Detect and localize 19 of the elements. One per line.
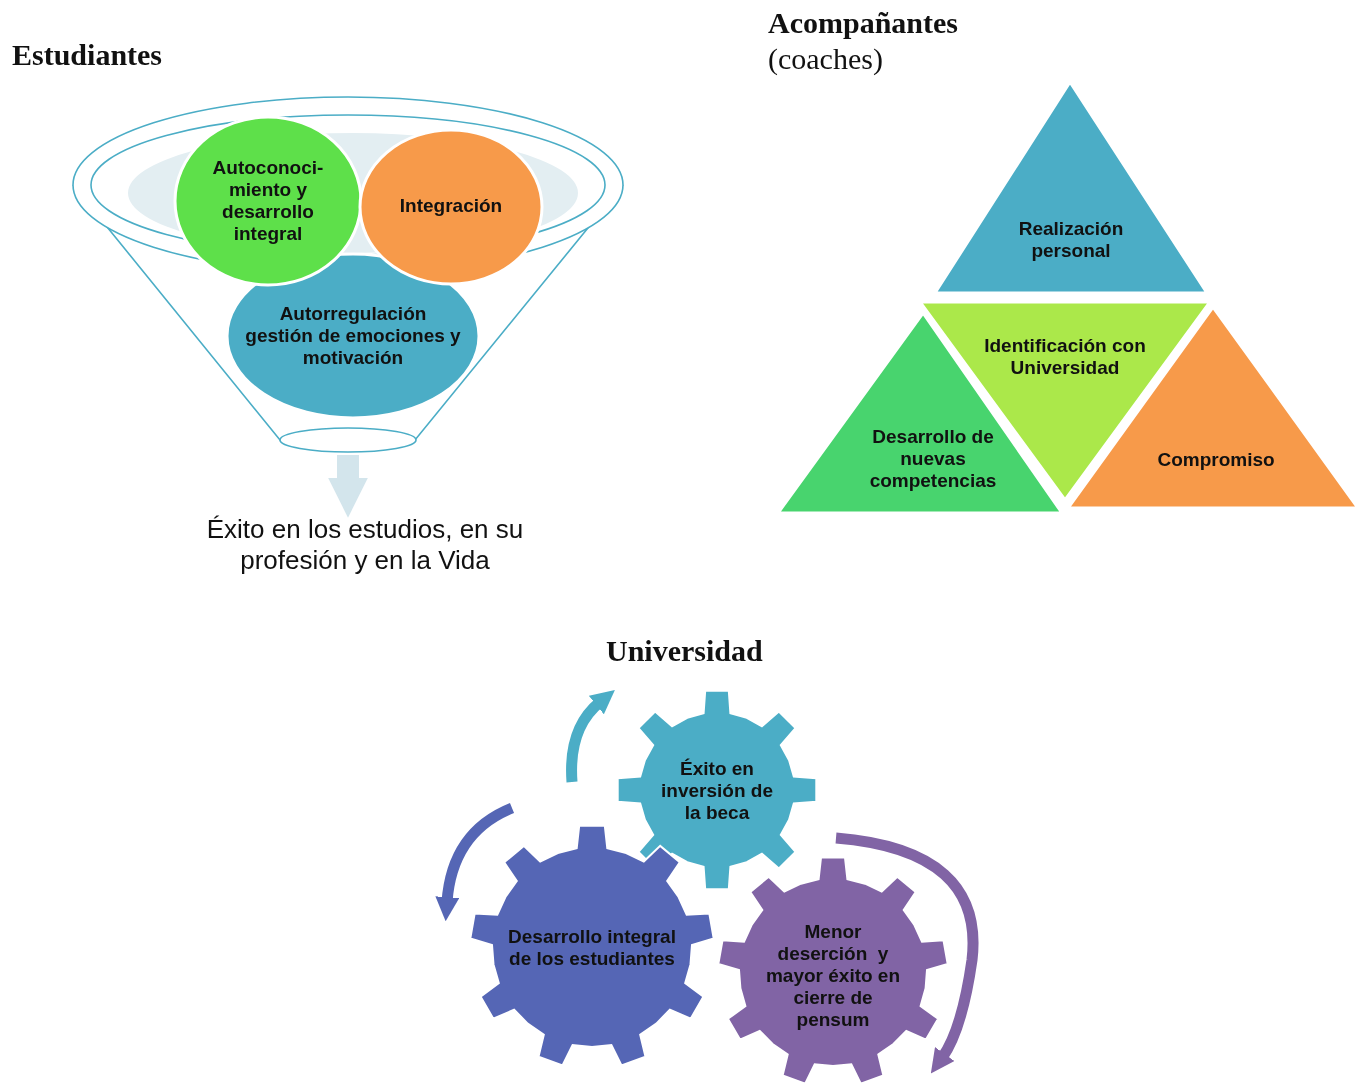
shape-label: Realización personal xyxy=(1017,218,1125,262)
gear-shape xyxy=(716,860,950,1084)
shape-label: Menor deserción y mayor éxito en cierre de pensum xyxy=(764,921,902,1031)
shape-label: Autorregulación gestión de emociones y motivación xyxy=(245,303,461,369)
circle-shape xyxy=(173,115,363,287)
circle-shape xyxy=(358,128,544,286)
shape-label: Integración xyxy=(399,195,503,217)
arrow xyxy=(328,455,368,518)
shape-label: Compromiso xyxy=(1157,449,1275,471)
section-heading: Universidad xyxy=(606,634,763,668)
outcome-text: Éxito en los estudios, en su profesión y en la Vida xyxy=(170,514,560,584)
shape-label: Autoconoci- miento y desarrollo integral xyxy=(211,157,325,245)
shape-label: Desarrollo de nuevas competencias xyxy=(868,426,998,492)
section-heading: Estudiantes xyxy=(12,38,163,72)
shape-label: Identificación con Universidad xyxy=(983,335,1147,379)
shape-label: Desarrollo integral de los estudiantes xyxy=(507,926,677,970)
shape-label: Éxito en inversión de la beca xyxy=(660,758,774,824)
section-heading: (coaches) xyxy=(768,42,883,76)
section-heading: Acompañantes xyxy=(768,6,958,40)
